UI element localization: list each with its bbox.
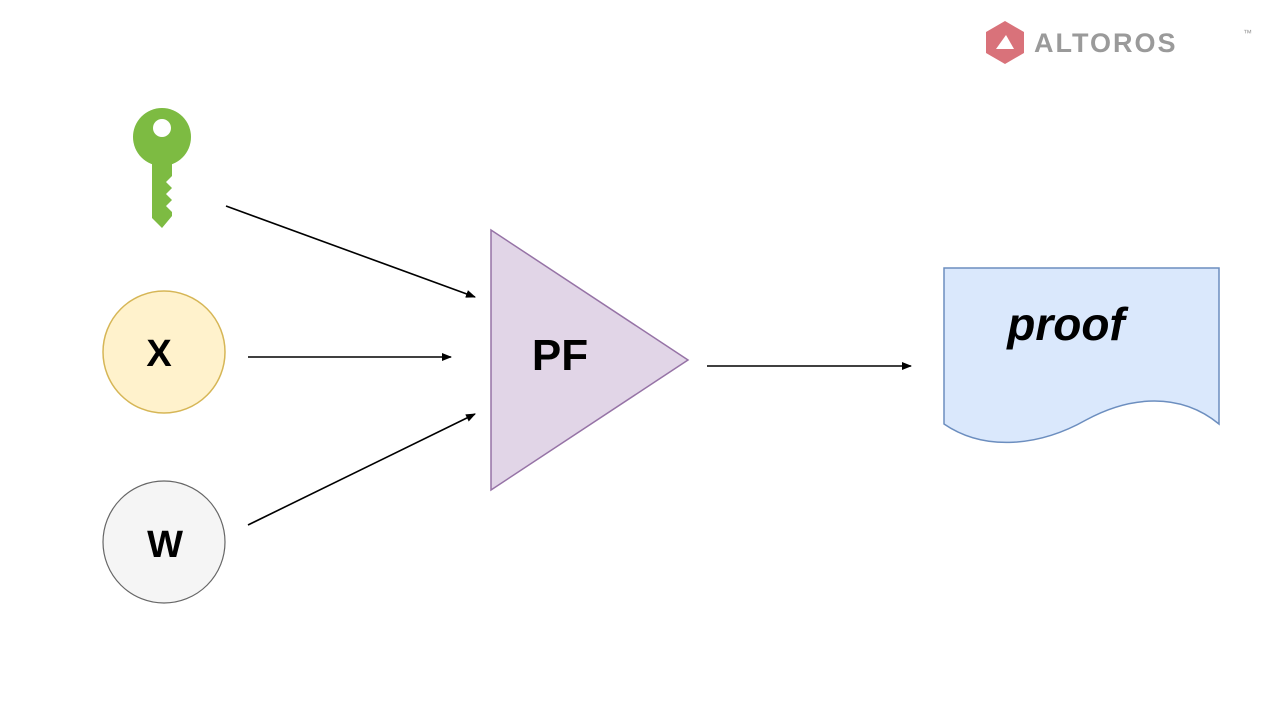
input-x-label: X: [146, 333, 172, 375]
input-w-label: W: [147, 524, 183, 566]
proof-document-node: proof: [943, 267, 1220, 444]
pf-triangle: [490, 228, 690, 492]
proof-document-shape: [943, 267, 1220, 444]
arrow-key-to-pf: [225, 205, 476, 298]
arrow-w-to-pf: [247, 413, 476, 526]
brand-name: ALTOROS: [1034, 28, 1178, 58]
input-x-circle: [102, 290, 226, 414]
input-x-node: X: [102, 290, 226, 414]
input-w-node: W: [102, 480, 226, 604]
key-icon: [133, 108, 191, 228]
brand-trademark: ™: [1243, 28, 1252, 38]
pf-label: PF: [532, 331, 588, 380]
logo-inner-mark: [996, 35, 1014, 49]
proof-label: proof: [1005, 298, 1129, 350]
input-w-circle: [102, 480, 226, 604]
pf-function-node: PF: [490, 228, 690, 492]
brand-logo: ALTOROS ™: [986, 21, 1252, 64]
